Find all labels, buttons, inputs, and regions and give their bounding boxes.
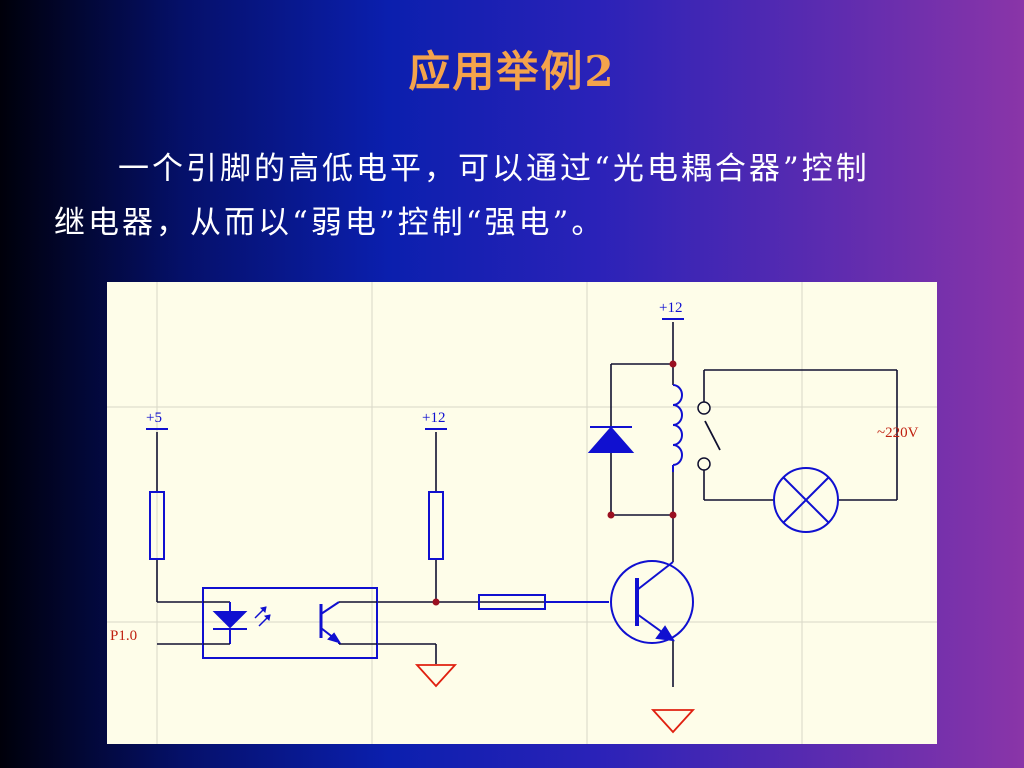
optocoupler xyxy=(202,587,378,659)
slide-title: 应用举例2 xyxy=(408,47,616,96)
lamp-icon xyxy=(773,467,839,533)
relay-switch xyxy=(697,401,721,471)
label-plus5: +5 xyxy=(146,410,162,426)
phototransistor-icon xyxy=(319,601,377,645)
label-ac-220v: ~220V xyxy=(877,425,919,441)
paragraph-line-2: 继电器，从而以“弱电”控制“强电”。 xyxy=(54,205,606,241)
paragraph-line-1: 一个引脚的高低电平，可以通过“光电耦合器”控制 xyxy=(54,142,984,196)
label-pin-p1-0: P1.0 xyxy=(110,628,137,644)
body-paragraph: 一个引脚的高低电平，可以通过“光电耦合器”控制 继电器，从而以“弱电”控制“强电… xyxy=(54,142,984,250)
ground-icons xyxy=(414,664,696,734)
supply-taps xyxy=(146,318,684,430)
paragraph-line-1-text: 一个引脚的高低电平，可以通过“光电耦合器”控制 xyxy=(118,151,870,187)
label-plus12-top: +12 xyxy=(659,300,682,316)
label-plus12-left: +12 xyxy=(422,410,445,426)
resistor-base xyxy=(478,594,546,610)
npn-transistor xyxy=(610,560,694,644)
circuit-diagram: +5 +12 +12 ~220V P1.0 xyxy=(107,282,937,744)
grid xyxy=(107,282,937,744)
resistor-r1 xyxy=(149,491,165,560)
relay-coil xyxy=(672,384,683,472)
circuit-diagram-panel: +5 +12 +12 ~220V P1.0 xyxy=(107,282,937,744)
resistor-r2 xyxy=(428,491,444,560)
led-icon xyxy=(203,601,271,645)
flyback-diode xyxy=(587,426,635,453)
junction-dots xyxy=(432,360,677,606)
wires xyxy=(156,322,898,687)
